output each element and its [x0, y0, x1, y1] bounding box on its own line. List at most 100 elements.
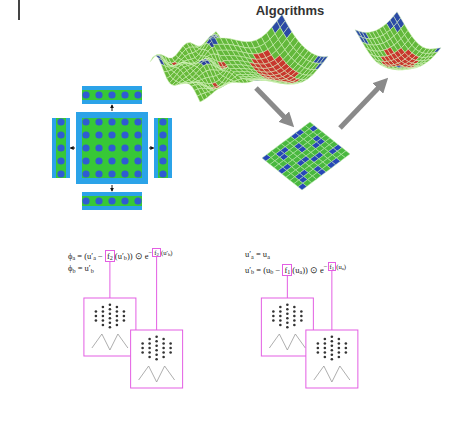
mesh-cell: [395, 66, 402, 68]
math-symbol: (u: [292, 265, 299, 275]
math-symbol: )) ⊙ e: [127, 251, 149, 261]
neuron: [141, 351, 144, 354]
neuron: [331, 353, 334, 356]
grid-point: [82, 144, 89, 151]
neural-network-box: [131, 330, 183, 388]
neuron: [331, 344, 334, 347]
math-subscript: a: [93, 255, 96, 261]
mesh-cell: [233, 72, 241, 75]
neuron: [116, 310, 119, 313]
math-symbol: u′: [245, 265, 251, 275]
tile-region: [154, 118, 172, 178]
smooth-surface: [355, 12, 441, 70]
neuron: [109, 303, 112, 306]
neuron: [102, 306, 105, 309]
equation-line: ϕb = u′b: [68, 264, 94, 274]
function-box: f2: [105, 250, 115, 262]
neuron: [279, 315, 282, 318]
mesh-cell: [226, 65, 235, 69]
grid-point: [108, 170, 115, 177]
neuron: [286, 312, 289, 315]
mesh-cell: [373, 59, 380, 64]
neuron: [286, 326, 289, 329]
math-symbol: ): [170, 249, 172, 256]
tile-region: [82, 90, 142, 100]
math-subscript: 2: [110, 255, 113, 261]
neuron: [116, 319, 119, 322]
side-bar: [18, 0, 20, 20]
math-subscript: a: [72, 255, 75, 261]
math-symbol: f: [154, 249, 156, 256]
grid-point: [134, 144, 141, 151]
grid-point: [121, 170, 128, 177]
network-frame: [84, 298, 136, 356]
mesh-cell: [240, 77, 248, 79]
mesh-cell: [253, 80, 261, 81]
grid-point: [108, 91, 115, 98]
grid-point: [82, 118, 89, 125]
transform-arrow: [340, 82, 384, 128]
neuron: [345, 347, 348, 350]
network-links: [84, 257, 358, 388]
neuron: [155, 358, 158, 361]
mesh-cell: [217, 50, 225, 55]
grid-point: [134, 157, 141, 164]
grid-point: [57, 144, 64, 151]
grid-point: [95, 157, 102, 164]
tile-region: [82, 86, 142, 104]
neuron: [338, 356, 341, 359]
math-symbol: = u′: [76, 263, 91, 273]
grid-point: [134, 170, 141, 177]
grid-point: [82, 157, 89, 164]
neuron: [162, 351, 165, 354]
mesh-cell: [299, 79, 307, 82]
mesh-cell: [355, 30, 362, 38]
math-symbol: (u: [336, 263, 342, 270]
math-symbol: = u: [254, 249, 267, 259]
neuron: [345, 342, 348, 345]
mesh-cell: [370, 54, 377, 60]
neuron: [102, 319, 105, 322]
neuron: [338, 342, 341, 345]
math-symbol: f: [284, 265, 287, 275]
neuron: [95, 315, 98, 318]
grid-point: [134, 91, 141, 98]
smooth-surface: [210, 14, 328, 84]
grid-point: [159, 157, 166, 164]
grid-point: [57, 118, 64, 125]
grid-point: [82, 170, 89, 177]
grid-point: [134, 197, 141, 204]
math-subscript: b: [168, 252, 170, 257]
grid-point: [95, 144, 102, 151]
math-subscript: b: [124, 255, 127, 261]
neuron: [279, 324, 282, 327]
neuron: [109, 326, 112, 329]
exchange-arrow: [112, 185, 113, 191]
math-symbol: (u′: [161, 249, 168, 256]
mesh-cell: [220, 56, 228, 61]
neuron: [324, 342, 327, 345]
math-subscript: b: [270, 269, 273, 275]
neuron: [279, 306, 282, 309]
neuron: [123, 310, 126, 313]
flat-grid: [262, 122, 350, 190]
neuron: [141, 347, 144, 350]
math-symbol: = (u: [254, 265, 270, 275]
neuron: [345, 351, 348, 354]
function-box: f2: [152, 248, 161, 257]
neuron: [331, 349, 334, 352]
neuron: [116, 306, 119, 309]
math-subscript: a: [342, 266, 344, 271]
grid-point: [121, 157, 128, 164]
math-subscript: 2: [157, 252, 159, 257]
grid-point: [57, 131, 64, 138]
grid-point: [121, 91, 128, 98]
math-symbol: −: [96, 251, 105, 261]
grid-point: [134, 118, 141, 125]
neuron: [300, 315, 303, 318]
neuron: [272, 319, 275, 322]
leader-line: [331, 271, 332, 330]
tile-region: [52, 118, 70, 178]
domain-tiles: [52, 86, 172, 210]
